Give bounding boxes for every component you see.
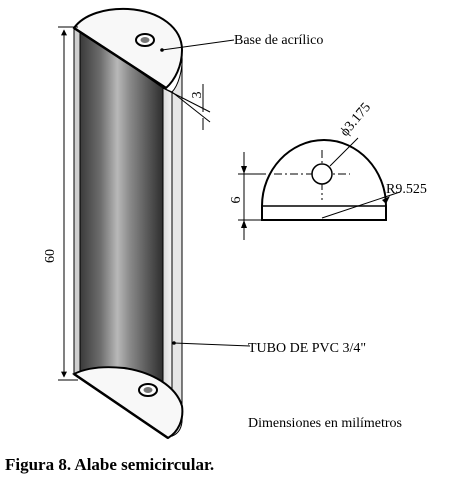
- section-view: ϕ3.175 R9.525 6: [229, 100, 427, 240]
- thickness-dim-label: 3: [190, 92, 205, 99]
- height-dimension: 60: [43, 26, 78, 381]
- tube-label: TUBO DE PVC 3/4": [248, 341, 366, 356]
- top-acrylic-base: [72, 7, 184, 90]
- hole-dim-label: ϕ3.175: [338, 100, 374, 139]
- blade-3d: [72, 7, 184, 440]
- bottom-acrylic-base: [72, 366, 184, 440]
- figure-caption: Figura 8. Alabe semicircular.: [5, 455, 214, 474]
- height-dim-label: 60: [43, 249, 58, 263]
- section-hole-icon: [311, 163, 333, 185]
- tube-outer-back: [171, 55, 183, 437]
- units-note: Dimensiones en milímetros: [248, 416, 402, 431]
- base-leader: Base de acrílico: [160, 33, 323, 52]
- tube-leader: TUBO DE PVC 3/4": [172, 341, 366, 356]
- tube-left-edge: [73, 27, 81, 377]
- thickness-dimension: 3: [162, 84, 211, 130]
- center-dim-label: 6: [229, 197, 244, 204]
- base-label: Base de acrílico: [234, 33, 323, 48]
- radius-dim-label: R9.525: [386, 182, 427, 197]
